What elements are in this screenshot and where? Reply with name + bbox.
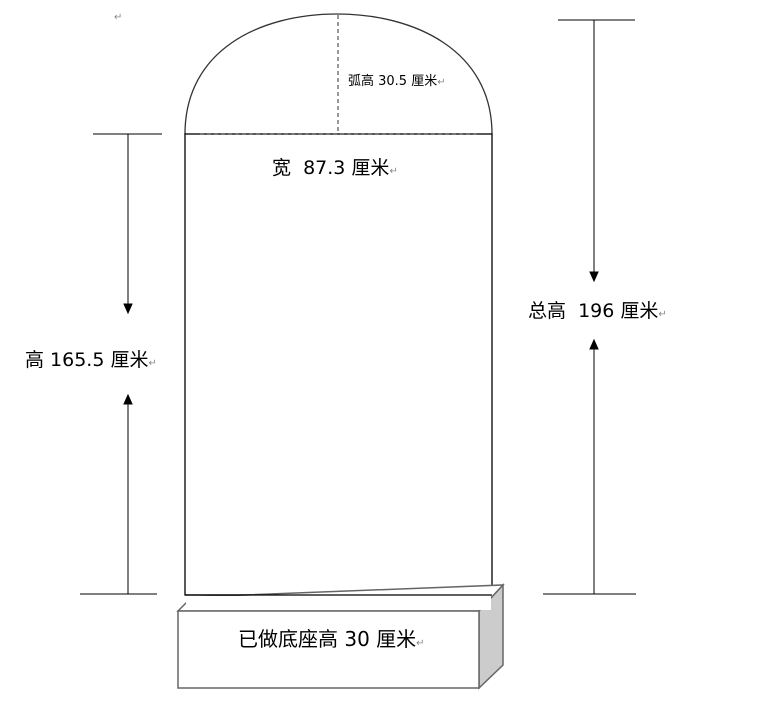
arc-top [184, 13, 493, 135]
arc-height-label: 弧高 30.5 厘米↵ [348, 74, 446, 89]
stele-body [184, 133, 493, 596]
total-height-dimension [543, 19, 636, 595]
total-height-label: 总高 196 厘米↵ [528, 300, 667, 322]
width-label: 宽 87.3 厘米↵ [272, 157, 398, 179]
base-height-label: 已做底座高 30 厘米↵ [238, 627, 425, 651]
paragraph-mark: ↵ [114, 12, 123, 23]
body-height-dimension [80, 133, 162, 595]
base-front-face [177, 610, 480, 689]
body-height-label: 高 165.5 厘米↵ [25, 349, 157, 371]
